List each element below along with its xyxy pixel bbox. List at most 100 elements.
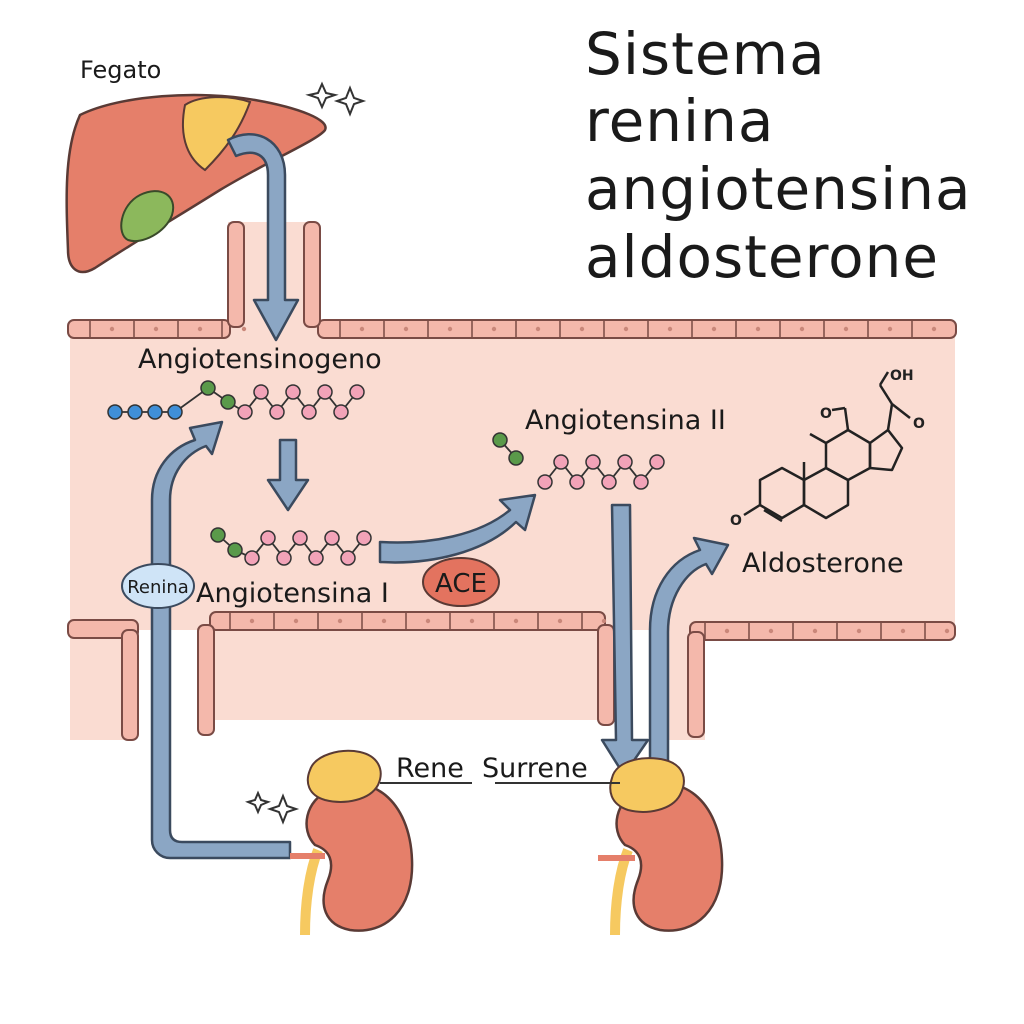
renin-ellipse xyxy=(121,563,195,609)
title-line-2: renina xyxy=(585,87,775,155)
angiotensinogen-label: Angiotensinogeno xyxy=(138,344,382,375)
ureter-left xyxy=(300,848,323,936)
vessel-cell-nucleus xyxy=(579,326,585,332)
vessel-cell-nucleus xyxy=(768,628,774,634)
renin-bubble: Renina xyxy=(121,563,195,609)
arrow-liver-to-angiotensinogen xyxy=(226,133,300,342)
title-line-3: angiotensina xyxy=(585,155,972,223)
angiotensinogen-chain-bead xyxy=(253,384,269,400)
vessel-wall-down-3 xyxy=(597,624,615,726)
vessel-cell-nucleus xyxy=(843,326,849,332)
vessel-cell-nucleus xyxy=(447,326,453,332)
angiotensin-i-chain-bead xyxy=(210,527,226,543)
arrow-ang1-to-ang2 xyxy=(378,493,537,564)
vessel-cell-nucleus xyxy=(755,326,761,332)
vessel-wall-down-4 xyxy=(687,631,705,738)
aldosterone-label: Aldosterone xyxy=(742,548,904,579)
angiotensin-ii-label: Angiotensina II xyxy=(525,405,726,436)
adrenal-gland-right xyxy=(609,757,685,813)
sparkle-icon xyxy=(245,790,271,815)
kidney-body xyxy=(305,782,414,932)
vessel-cell-nucleus xyxy=(812,628,818,634)
vessel-lumen xyxy=(70,222,955,740)
angiotensin-i-chain-bead xyxy=(276,550,292,566)
kidney-label: Rene xyxy=(396,753,464,784)
arrow-adrenal-to-aldosterone xyxy=(648,536,730,772)
vessel-cell-nucleus xyxy=(856,628,862,634)
angiotensin-ii-chain-bead xyxy=(585,454,601,470)
molecule-o-label: O xyxy=(730,513,742,529)
angiotensinogen-chain-bead xyxy=(285,384,301,400)
ace-enzyme: ACE xyxy=(422,557,500,607)
vessel-wall-down-1 xyxy=(121,629,139,741)
vessel-wall-bottom-mid xyxy=(209,611,606,631)
vessel-cell-nucleus xyxy=(241,326,247,332)
flow-arrows xyxy=(150,133,730,860)
angiotensin-ii-chain-bead xyxy=(617,454,633,470)
angiotensin-i-chain-bead xyxy=(356,530,372,546)
vessel-cell-nucleus xyxy=(623,326,629,332)
vessel-cell-nucleus xyxy=(359,326,365,332)
sparkle-icon xyxy=(266,793,300,825)
angiotensin-ii-chain-bead xyxy=(601,474,617,490)
molecule-o-label: O xyxy=(820,406,832,422)
angiotensin-i-chain-bead xyxy=(292,530,308,546)
vessel-wall-branch-right xyxy=(303,221,321,328)
vessel-cell-nucleus xyxy=(491,326,497,332)
vessel-cell-nucleus xyxy=(900,628,906,634)
liver-label: Fegato xyxy=(80,56,162,84)
angiotensin-ii-fragment-bead xyxy=(492,432,508,448)
sparkle-icon xyxy=(333,85,367,117)
molecule-o-label: O xyxy=(913,416,925,432)
angiotensinogen-chain-bead xyxy=(333,404,349,420)
angiotensin-ii-chain-bead xyxy=(569,474,585,490)
molecule-oh-label: OH xyxy=(890,368,914,384)
angiotensin-ii-chain-bead xyxy=(537,474,553,490)
renin-label: Renina xyxy=(127,577,189,598)
vessel-cell-nucleus xyxy=(931,326,937,332)
adrenal-gland-left xyxy=(306,750,382,803)
angiotensin-i-label: Angiotensina I xyxy=(196,578,389,609)
vessel-cell-nucleus xyxy=(667,326,673,332)
vessel-cell-nucleus xyxy=(293,618,299,624)
angiotensinogen-chain-bead xyxy=(200,380,216,396)
vessel-cell-nucleus xyxy=(601,618,607,624)
ace-label: ACE xyxy=(435,569,487,599)
angiotensin-i-chain-bead xyxy=(324,530,340,546)
angiotensinogen-chain-bead xyxy=(237,404,253,420)
kidney-left xyxy=(245,750,414,936)
vessel-wall-bottom-left xyxy=(67,619,139,639)
sparkle-icon xyxy=(305,81,339,110)
angiotensin-ii-chain-bead xyxy=(553,454,569,470)
vessel-cell-nucleus xyxy=(197,326,203,332)
vessel-cell-nucleus xyxy=(513,618,519,624)
vessel-wall-bottom-right xyxy=(689,621,956,641)
vessel-wall-cells xyxy=(89,321,950,639)
vessel-wall-top-right xyxy=(317,319,957,339)
ace-ellipse xyxy=(422,557,500,607)
angiotensin-ii-fragment-bead xyxy=(508,450,524,466)
title-line-1: Sistema xyxy=(585,20,826,88)
angiotensinogen-chain-bead xyxy=(269,404,285,420)
angiotensin-i-chain-backbone xyxy=(217,534,365,560)
peptide-chains xyxy=(107,380,665,566)
angiotensinogen-chain-bead xyxy=(107,404,123,420)
angiotensinogen-chain-bead xyxy=(167,404,183,420)
angiotensin-i-chain-bead xyxy=(260,530,276,546)
vessel-cell-nucleus xyxy=(944,628,950,634)
angiotensinogen-chain-bead xyxy=(147,404,163,420)
arrow-kidney-renin-to-angiotensinogen xyxy=(150,420,292,860)
vessel-cell-nucleus xyxy=(249,618,255,624)
vessel-cell-nucleus xyxy=(724,628,730,634)
vessel-cell-nucleus xyxy=(381,618,387,624)
vessel-wall-down-2 xyxy=(197,624,215,736)
adrenal-label: Surrene xyxy=(482,753,588,784)
vessel-cell-nucleus xyxy=(337,618,343,624)
vessel-cell-nucleus xyxy=(425,618,431,624)
vessel-cell-nucleus xyxy=(535,326,541,332)
vessel-cell-nucleus xyxy=(109,326,115,332)
angiotensinogen-chain-bead xyxy=(127,404,143,420)
angiotensin-i-chain-bead xyxy=(308,550,324,566)
angiotensin-ii-chain-bead xyxy=(649,454,665,470)
